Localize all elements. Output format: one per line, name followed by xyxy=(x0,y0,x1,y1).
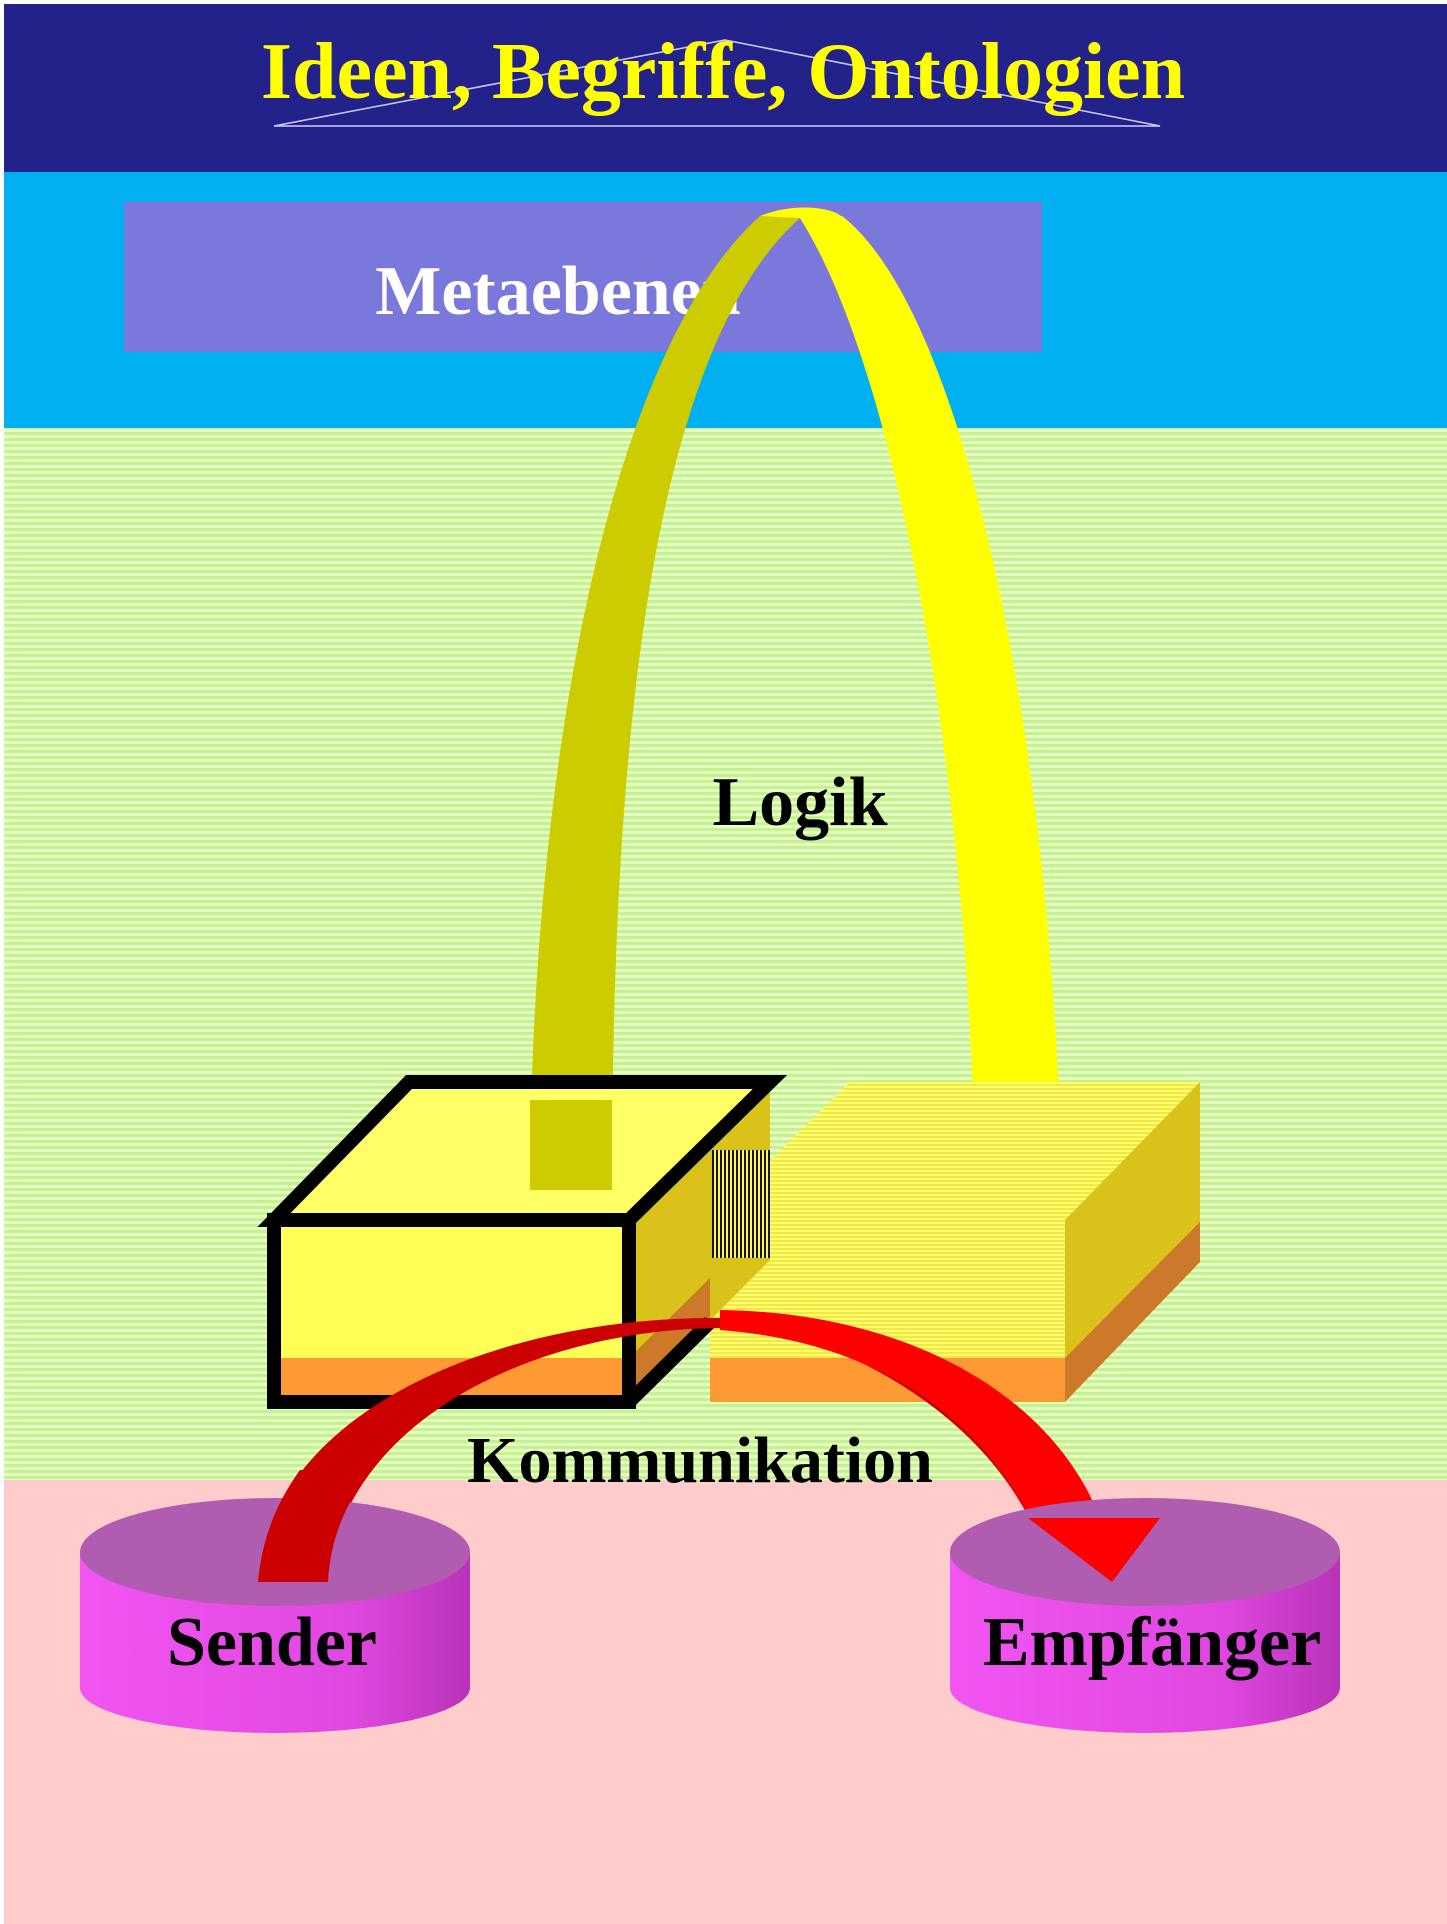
meta-label: Metaebenen xyxy=(375,253,740,330)
page-title: Ideen, Begriffe, Ontologien xyxy=(261,28,1185,116)
receiver-label: Empfänger xyxy=(983,1604,1321,1681)
communication-arrow-tail xyxy=(258,1470,370,1582)
logic-arrow-stem xyxy=(530,1100,612,1190)
communication-arrow-head xyxy=(1028,1518,1160,1582)
communication-label: Kommunikation xyxy=(467,1424,933,1497)
title-band xyxy=(4,4,1447,172)
sender-label: Sender xyxy=(167,1604,377,1681)
title-roof-lines xyxy=(273,39,1161,127)
logic-label: Logik xyxy=(712,764,887,841)
